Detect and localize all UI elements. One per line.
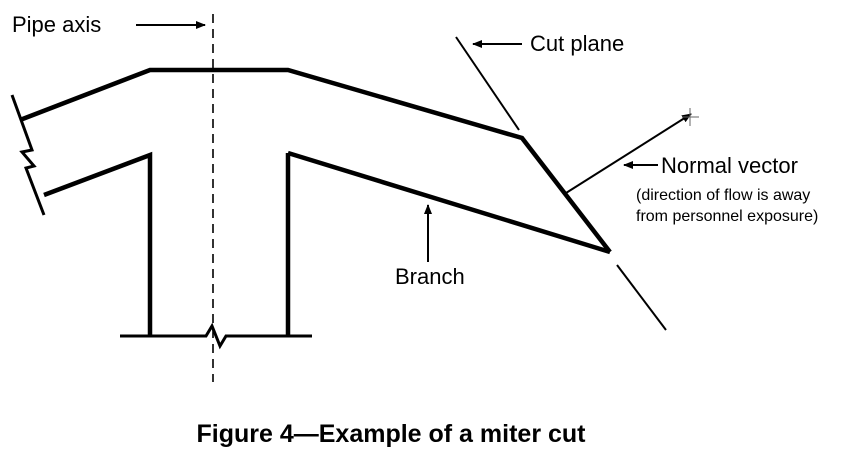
bottom-break-line <box>120 322 312 350</box>
figure-caption: Figure 4—Example of a miter cut <box>196 420 586 448</box>
cut-plane-line-lower <box>616 264 667 331</box>
cut-plane-line-upper <box>455 36 520 131</box>
outer-pipe-wall <box>19 67 612 254</box>
cut-plane-label: Cut plane <box>530 31 625 56</box>
flow-note-line-1: (direction of flow is away <box>636 187 811 204</box>
left-break-line <box>10 94 46 216</box>
flow-note-line-2: from personnel exposure) <box>636 208 819 225</box>
branch-label: Branch <box>395 264 465 289</box>
normal-vector-line <box>565 113 692 194</box>
left-leg-lower-wall <box>43 151 153 335</box>
crosshair-icon <box>682 108 699 126</box>
normal-vector-label: Normal vector <box>661 153 798 178</box>
pipe-axis-label: Pipe axis <box>12 12 102 37</box>
branch-lower-wall <box>287 150 611 255</box>
